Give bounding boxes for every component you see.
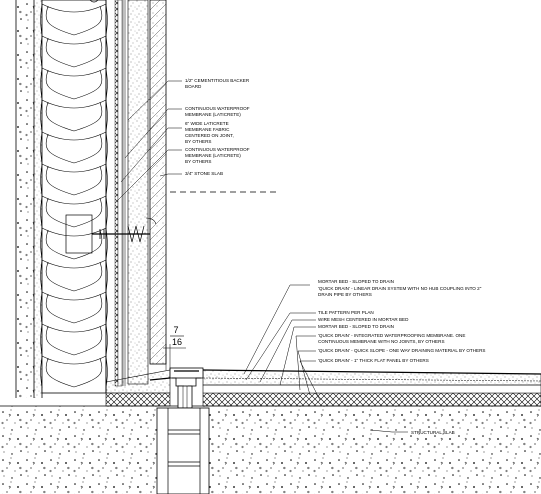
label-mortar-bed-2: MORTAR BED - SLOPED TO DRAIN xyxy=(318,324,394,329)
leader-lines xyxy=(117,80,408,433)
label-mortar-bed-1: MORTAR BED - SLOPED TO DRAIN xyxy=(318,279,394,284)
label-waterproof-membrane-2: CONTINUOUS WATERPROOF MEMBRANE (LATICRET… xyxy=(185,147,251,164)
floor-assembly xyxy=(105,369,541,407)
batt-insulation xyxy=(40,3,108,389)
dimension-denominator: 16 xyxy=(172,337,182,347)
dimension-marker: 7 16 xyxy=(163,325,186,370)
label-integrated-membrane: 'QUICK DRAIN' - INTEGRATED WATERPROOFING… xyxy=(318,333,467,344)
label-wire-mesh: WIRE MESH CENTERED IN MORTAR BED xyxy=(318,317,409,322)
drain-pipe xyxy=(156,407,210,494)
wall-section xyxy=(15,0,167,398)
linear-drain xyxy=(169,367,204,409)
insulation-loops xyxy=(40,3,108,389)
label-quick-slope: 'QUICK DRAIN' - QUICK SLOPE - ONE WAY DR… xyxy=(318,348,486,353)
label-membrane-fabric: 6" WIDE LATICRETE MEMBRANE FABRIC CENTER… xyxy=(185,121,235,144)
label-stone-slab: 3/4" STONE SLAB xyxy=(185,171,223,176)
dimension-numerator: 7 xyxy=(173,325,178,335)
label-linear-drain: 'QUICK DRAIN' - LINEAR DRAIN SYSTEM WITH… xyxy=(318,286,483,297)
label-waterproof-membrane-1: CONTINUOUS WATERPROOF MEMBRANE (LATICRET… xyxy=(185,106,251,117)
label-backer-board: 1/2" CEMENTITIOUS BACKER BOARD xyxy=(185,78,250,89)
label-flat-panel: 'QUICK DRAIN' - 1" THICK FLAT PANEL BY O… xyxy=(318,358,429,363)
label-tile-pattern: TILE PATTERN PER PLAN xyxy=(318,310,374,315)
structural-slab xyxy=(0,405,541,494)
callout-labels: 1/2" CEMENTITIOUS BACKER BOARD CONTINUOU… xyxy=(185,78,486,435)
label-structural-slab: STRUCTURAL SLAB xyxy=(411,430,455,435)
